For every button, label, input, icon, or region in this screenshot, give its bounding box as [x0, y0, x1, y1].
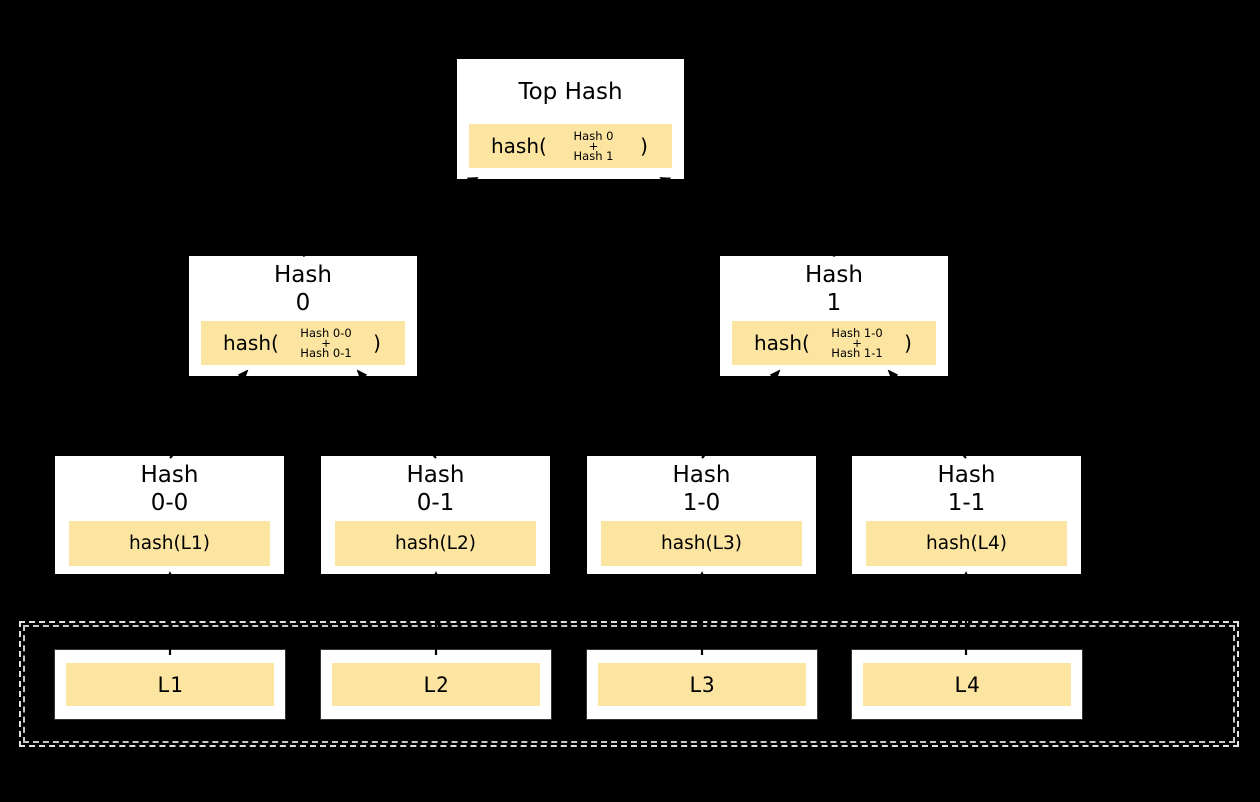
arrow-hash1-to-top [659, 176, 836, 258]
hash-operands: Hash 0 + Hash 1 [573, 129, 614, 163]
node-title-line2: 0 [295, 289, 311, 316]
operand-bottom: Hash 0-1 [300, 346, 352, 360]
plus-operator: + [852, 336, 862, 350]
hash-function-suffix: ) [373, 331, 381, 355]
node-title-line2: 1-0 [682, 489, 721, 516]
hash-value-bar: hash(L3) [601, 521, 802, 566]
node-top-hash: Top Hash hash( Hash 0 + Hash 1 ) [455, 57, 686, 181]
data-block-l3: L3 [586, 649, 818, 720]
arrow-hash10-to-hash1 [701, 369, 781, 459]
data-block-label: L1 [66, 663, 274, 706]
operand-top: Hash 0 [573, 129, 614, 143]
node-title: Hash 0-0 [55, 456, 284, 521]
node-hash-1: Hash 1 hash( Hash 1-0 + Hash 1-1 ) [718, 254, 950, 378]
node-hash-0: Hash 0 hash( Hash 0-0 + Hash 0-1 ) [187, 254, 419, 378]
hash-expression-bar: hash( Hash 1-0 + Hash 1-1 ) [732, 321, 936, 365]
hash-function-suffix: ) [904, 331, 912, 355]
node-title-line2: 1-1 [947, 489, 986, 516]
arrow-hash0-to-top [302, 176, 479, 258]
node-title: Top Hash [457, 59, 684, 124]
hash-value-bar: hash(L1) [69, 521, 270, 566]
hash-operands: Hash 1-0 + Hash 1-1 [831, 326, 883, 360]
node-title-text: Top Hash [518, 78, 623, 105]
arrow-hash01-to-hash0 [356, 369, 437, 459]
node-title: Hash 1-0 [587, 456, 816, 521]
node-title-line2: 0-1 [416, 489, 455, 516]
node-title-line1: Hash [140, 461, 199, 488]
hash-function-suffix: ) [640, 134, 648, 158]
hash-value-text: hash(L3) [661, 533, 742, 554]
node-title: Hash 1 [720, 256, 948, 321]
node-hash-0-0: Hash 0-0 hash(L1) [53, 454, 286, 576]
node-title-line2: 1 [826, 289, 842, 316]
operand-bottom: Hash 1 [573, 149, 614, 163]
node-title: Hash 0 [189, 256, 417, 321]
operand-bottom: Hash 1-1 [831, 346, 883, 360]
hash-value-bar: hash(L2) [335, 521, 536, 566]
arrow-hash11-to-hash1 [887, 369, 967, 459]
hash-value-text: hash(L1) [129, 533, 210, 554]
operand-top: Hash 1-0 [831, 326, 883, 340]
data-block-label: L3 [598, 663, 806, 706]
data-block-l2: L2 [320, 649, 552, 720]
data-block-label: L4 [863, 663, 1071, 706]
data-blocks-region [19, 621, 1239, 747]
node-title-line1: Hash [274, 261, 332, 288]
node-title: Hash 0-1 [321, 456, 550, 521]
data-block-label: L2 [332, 663, 540, 706]
node-title-line1: Hash [406, 461, 465, 488]
hash-value-text: hash(L4) [926, 533, 1007, 554]
hash-expression-bar: hash( Hash 0-0 + Hash 0-1 ) [201, 321, 405, 365]
node-title-line1: Hash [672, 461, 731, 488]
node-hash-1-1: Hash 1-1 hash(L4) [850, 454, 1083, 576]
data-block-l1: L1 [54, 649, 286, 720]
node-hash-1-0: Hash 1-0 hash(L3) [585, 454, 818, 576]
plus-operator: + [588, 139, 599, 153]
node-hash-0-1: Hash 0-1 hash(L2) [319, 454, 552, 576]
hash-function-prefix: hash( [754, 331, 810, 355]
data-block-l4: L4 [851, 649, 1083, 720]
node-title-line1: Hash [937, 461, 996, 488]
hash-expression-bar: hash( Hash 0 + Hash 1 ) [469, 124, 672, 168]
hash-value-text: hash(L2) [395, 533, 476, 554]
plus-operator: + [321, 336, 331, 350]
node-title-line1: Hash [805, 261, 863, 288]
hash-function-prefix: hash( [223, 331, 279, 355]
hash-value-bar: hash(L4) [866, 521, 1067, 566]
operand-top: Hash 0-0 [300, 326, 352, 340]
node-title-line2: 0-0 [150, 489, 189, 516]
arrow-hash00-to-hash0 [169, 369, 249, 459]
hash-function-prefix: hash( [491, 134, 547, 158]
hash-operands: Hash 0-0 + Hash 0-1 [300, 326, 352, 360]
node-title: Hash 1-1 [852, 456, 1081, 521]
